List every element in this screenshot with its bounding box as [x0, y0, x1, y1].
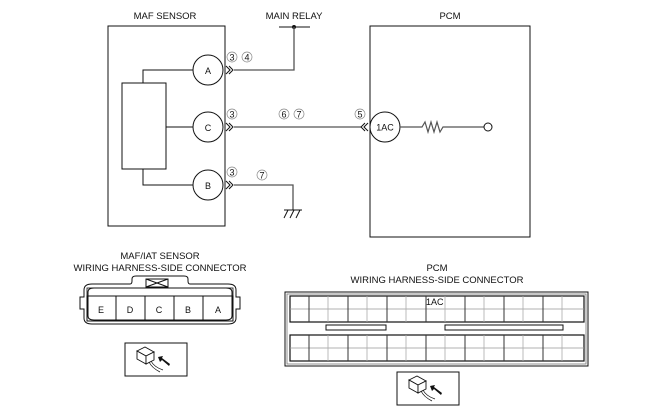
pcm-terminal-end: [483, 122, 493, 132]
pcm-box: [369, 25, 531, 238]
pcm-pin-1ac: 1AC: [426, 297, 444, 307]
maf-connector-body: [79, 275, 241, 325]
pcm-connector-title-1: PCM: [426, 263, 447, 274]
svg-text:7: 7: [259, 171, 264, 181]
maf-pin-e: E: [98, 305, 104, 315]
note-wire-b-7: 7: [256, 169, 268, 181]
note-wire-c-7: 7: [293, 108, 305, 120]
note-c-3: 3: [226, 108, 238, 120]
main-relay-label: MAIN RELAY: [266, 11, 324, 22]
wire-b-ground: [234, 184, 294, 210]
harness-view-icon-pcm: [396, 371, 460, 406]
terminal-c-label: C: [205, 123, 212, 133]
terminal-1ac: 1AC: [369, 111, 401, 143]
maf-pin-a: A: [215, 305, 221, 315]
note-a-4: 4: [241, 51, 253, 63]
svg-text:4: 4: [244, 53, 249, 63]
svg-text:6: 6: [281, 110, 286, 120]
wire-internal-b: [142, 169, 195, 186]
svg-text:5: 5: [357, 110, 362, 120]
wire-a-main-relay: [234, 27, 295, 71]
connector-chevrons-pcm: [360, 122, 369, 132]
terminal-a-label: A: [205, 66, 211, 76]
svg-text:3: 3: [229, 53, 234, 63]
svg-text:7: 7: [296, 110, 301, 120]
maf-sensor-box: [107, 25, 226, 227]
resistor-icon: [400, 119, 484, 135]
pcm-title: PCM: [439, 11, 460, 22]
maf-sensing-element: [121, 82, 167, 170]
terminal-c: C: [192, 111, 224, 143]
note-a-3: 3: [226, 51, 238, 63]
pcm-connector-body: 1AC: [284, 291, 589, 367]
ground-icon: [283, 209, 302, 219]
maf-connector-title-1: MAF/IAT SENSOR: [120, 251, 199, 262]
maf-connector-title-2: WIRING HARNESS-SIDE CONNECTOR: [74, 263, 247, 274]
maf-pin-d: D: [127, 305, 134, 315]
maf-pin-b: B: [185, 305, 191, 315]
wire-internal-a: [142, 69, 195, 83]
harness-view-icon-maf: [124, 342, 188, 377]
note-pcm-5: 5: [354, 108, 366, 120]
pcm-connector-title-2: WIRING HARNESS-SIDE CONNECTOR: [351, 275, 524, 286]
note-wire-c-6: 6: [278, 108, 290, 120]
terminal-a: A: [192, 54, 224, 86]
terminal-b: B: [192, 169, 224, 201]
terminal-b-label: B: [205, 181, 211, 191]
maf-connector-pins: E D C B A: [86, 295, 234, 322]
svg-text:3: 3: [229, 168, 234, 178]
connector-chevrons-maf: [225, 65, 234, 190]
note-b-3: 3: [226, 166, 238, 178]
maf-pin-c: C: [156, 305, 163, 315]
svg-text:3: 3: [229, 110, 234, 120]
maf-sensor-title: MAF SENSOR: [134, 11, 197, 22]
pcm-connector-key-right: [444, 324, 564, 331]
pcm-connector-key-left: [325, 324, 387, 331]
terminal-1ac-label: 1AC: [376, 123, 394, 133]
